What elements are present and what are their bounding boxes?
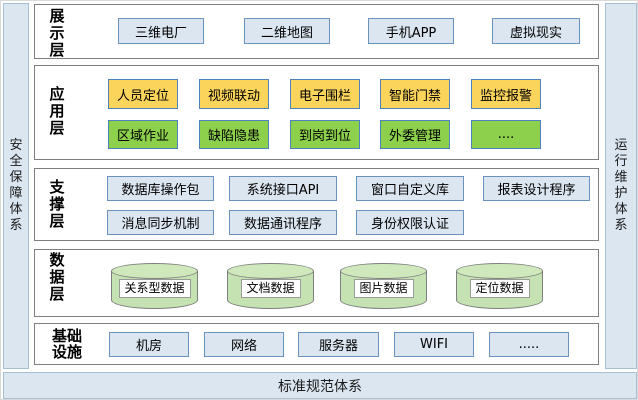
app-item-more: .... bbox=[471, 120, 541, 149]
presentation-item-mobile-app: 手机APP bbox=[368, 18, 454, 44]
support-item-report-designer: 报表设计程序 bbox=[483, 176, 590, 201]
app-item-area-work: 区域作业 bbox=[108, 120, 178, 149]
data-cylinder-document-label: 文档数据 bbox=[240, 279, 301, 298]
infra-item-more: ..... bbox=[489, 332, 569, 357]
app-item-smart-access: 智能门禁 bbox=[380, 79, 450, 109]
cylinder-top bbox=[456, 263, 543, 279]
support-item-msg-sync: 消息同步机制 bbox=[107, 210, 214, 235]
infra-item-server: 服务器 bbox=[298, 332, 379, 357]
data-cylinder-image-label: 图片数据 bbox=[353, 279, 414, 298]
infra-item-machine-room: 机房 bbox=[109, 332, 189, 357]
support-item-db-package: 数据库操作包 bbox=[107, 176, 214, 201]
app-item-video-linkage: 视频联动 bbox=[199, 79, 269, 109]
app-item-outsourcing: 外委管理 bbox=[380, 120, 450, 149]
bottom-pillar: 标准规范体系 bbox=[3, 372, 637, 399]
app-item-electronic-fence: 电子围栏 bbox=[290, 79, 360, 109]
support-item-window-lib: 窗口自定义库 bbox=[356, 176, 464, 201]
cylinder-top bbox=[111, 263, 198, 279]
cylinder-top bbox=[340, 263, 427, 279]
data-cylinder-location: 定位数据 bbox=[456, 263, 543, 309]
infra-item-wifi: WIFI bbox=[394, 332, 474, 357]
left-pillar-label: 安全保障体系 bbox=[9, 138, 23, 233]
app-item-defect-hazard: 缺陷隐患 bbox=[199, 120, 269, 149]
presentation-item-2d-map: 二维地图 bbox=[244, 18, 330, 44]
layer-infrastructure-label: 基础设施 bbox=[51, 327, 82, 361]
data-cylinder-image: 图片数据 bbox=[340, 263, 427, 309]
presentation-item-3d-plant: 三维电厂 bbox=[118, 18, 204, 44]
support-item-data-comm: 数据通讯程序 bbox=[229, 210, 337, 235]
app-item-monitor-alarm: 监控报警 bbox=[471, 79, 541, 109]
layer-support-label: 支撑层 bbox=[49, 178, 65, 230]
app-item-personnel-location: 人员定位 bbox=[108, 79, 178, 109]
data-cylinder-location-label: 定位数据 bbox=[469, 279, 530, 298]
data-cylinder-relational: 关系型数据 bbox=[111, 263, 198, 309]
layer-data-label: 数据层 bbox=[49, 251, 65, 303]
presentation-item-vr: 虚拟现实 bbox=[492, 18, 580, 44]
support-item-system-api: 系统接口API bbox=[229, 176, 337, 201]
data-cylinder-relational-label: 关系型数据 bbox=[118, 279, 191, 298]
infra-item-network: 网络 bbox=[204, 332, 284, 357]
left-pillar: 安全保障体系 bbox=[3, 3, 29, 369]
app-item-on-post: 到岗到位 bbox=[290, 120, 360, 149]
data-cylinder-document: 文档数据 bbox=[227, 263, 314, 309]
right-pillar-label: 运行维护体系 bbox=[614, 138, 628, 233]
layer-presentation-label: 展示层 bbox=[49, 7, 65, 59]
cylinder-top bbox=[227, 263, 314, 279]
right-pillar: 运行维护体系 bbox=[605, 3, 637, 369]
layer-application-label: 应用层 bbox=[49, 85, 65, 137]
bottom-pillar-label: 标准规范体系 bbox=[278, 378, 362, 395]
support-item-identity-auth: 身份权限认证 bbox=[356, 210, 464, 235]
